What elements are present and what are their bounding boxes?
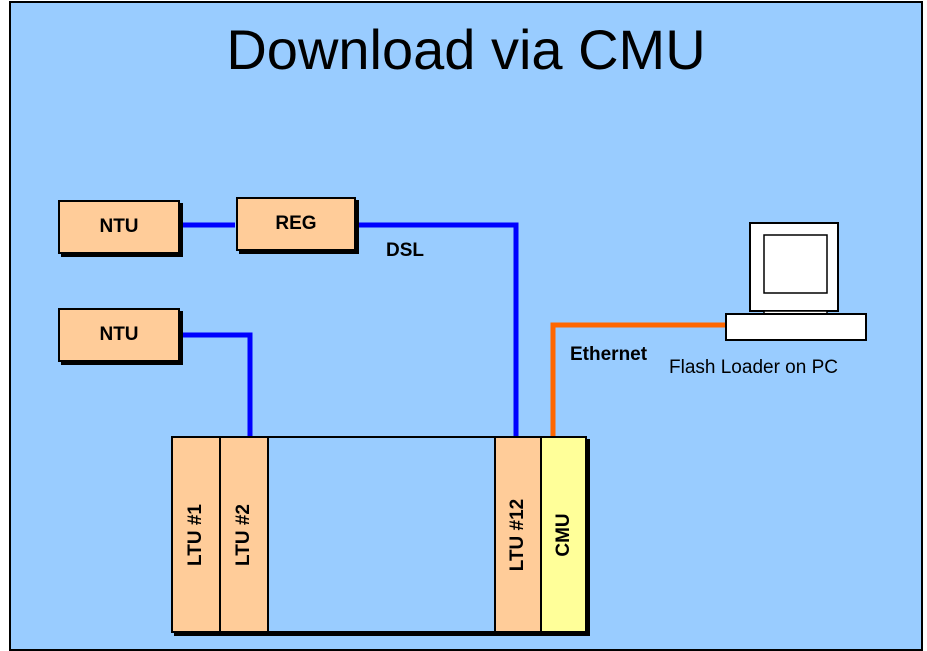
reg-ltu12-dsl-line (357, 222, 519, 437)
ethernet-line (550, 322, 726, 437)
ntu-top-box: NTU (58, 200, 180, 254)
ntu-bottom-label: NTU (99, 324, 139, 345)
ntu-top-label: NTU (99, 216, 139, 237)
ltu2-slot: LTU #2 (221, 438, 269, 631)
rack-chassis: LTU #1 LTU #2 LTU #12 CMU (171, 436, 587, 633)
ethernet-label: Ethernet (570, 344, 648, 365)
pc-label: Flash Loader on PC (669, 357, 838, 378)
dsl-label: DSL (386, 240, 424, 261)
reg-box: REG (236, 197, 356, 251)
reg-label: REG (275, 213, 317, 234)
ltu1-slot: LTU #1 (173, 438, 221, 631)
ltu12-slot: LTU #12 (494, 438, 542, 631)
ltu12-label: LTU #12 (507, 498, 528, 571)
ltu1-label: LTU #1 (185, 503, 206, 566)
cmu-slot: CMU (542, 438, 585, 631)
ntu-bottom-box: NTU (58, 308, 180, 362)
ntu-ltu2-line (181, 332, 253, 437)
cmu-label: CMU (552, 512, 574, 557)
ltu2-label: LTU #2 (233, 503, 254, 566)
pc-base-icon (725, 313, 867, 341)
diagram-title: Download via CMU (226, 18, 706, 81)
pc-monitor-icon (749, 222, 839, 317)
